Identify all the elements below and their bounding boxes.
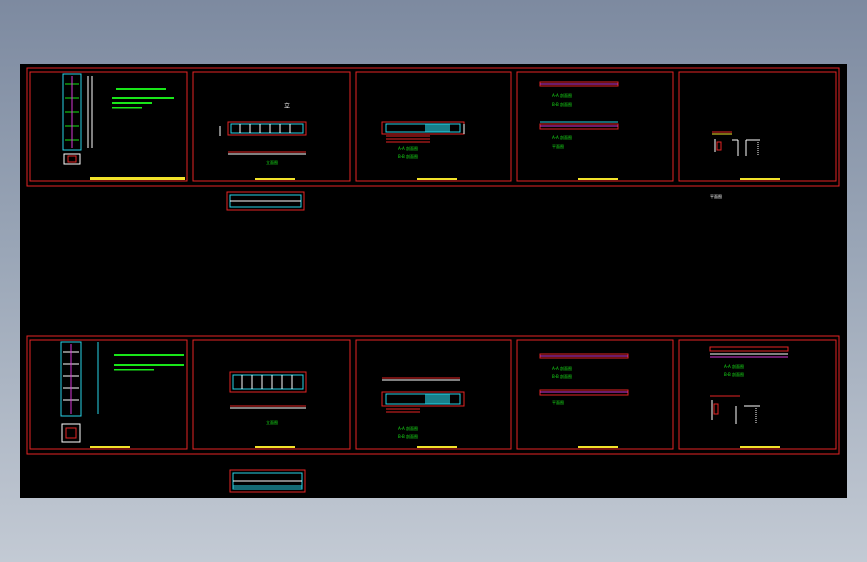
sheet-3b-label-b: B-B 剖面图 xyxy=(398,433,418,439)
sheet-3-label-a: A-A 剖面图 xyxy=(398,145,418,151)
sheet-2-top[interactable] xyxy=(192,71,351,182)
sheet-row-bottom: 立面图 A-A 剖面图 B-B 剖面图 A-A 剖面图 B-B 剖面图 平面图 xyxy=(26,335,840,493)
extra-label-top: 平面图 xyxy=(710,193,722,199)
sheet-4-label-c: A-A 剖面图 xyxy=(552,134,572,140)
sheet-2b-drawing: 立面图 xyxy=(229,371,307,425)
sheet-4b-label-b: B-B 剖面图 xyxy=(552,373,572,379)
sheet-3-label-b: B-B 剖面图 xyxy=(398,153,418,159)
sheet-2-drawing: 立 立面图 xyxy=(219,102,307,165)
drawing-canvas[interactable]: 立 立面图 A-A 剖面图 B-B 剖面图 xyxy=(20,64,847,498)
sheet-4-top[interactable] xyxy=(516,71,674,182)
sheet-5b-label-a: A-A 剖面图 xyxy=(724,363,744,369)
title-block-5-top xyxy=(740,178,780,180)
sheet-1b-drawing xyxy=(60,341,184,443)
sheet-4-label-a: A-A 剖面图 xyxy=(552,92,572,98)
row-frame-bottom xyxy=(26,335,840,455)
sheet-4-label-d: 平面图 xyxy=(552,143,564,149)
title-block-4-top xyxy=(578,178,618,180)
sheet-3-drawing: A-A 剖面图 B-B 剖面图 xyxy=(381,121,465,159)
extra-detail-top xyxy=(226,191,305,211)
sheet-4b-label-a: A-A 剖面图 xyxy=(552,365,572,371)
sheet-4-label-b: B-B 剖面图 xyxy=(552,101,572,107)
svg-text:立: 立 xyxy=(284,102,290,110)
sheet-4b-drawing: A-A 剖面图 B-B 剖面图 平面图 xyxy=(539,353,629,405)
sheet-5-drawing xyxy=(712,131,760,156)
sheet-4b-label-c: 平面图 xyxy=(552,399,564,405)
sheet-2b-label: 立面图 xyxy=(266,419,278,425)
sheet-4-bottom[interactable] xyxy=(516,339,674,450)
sheet-5-bottom[interactable] xyxy=(678,339,837,450)
title-block-2-top xyxy=(255,178,295,180)
sheet-5b-label-b: B-B 剖面图 xyxy=(724,371,744,377)
sheet-3-top[interactable] xyxy=(355,71,512,182)
sheet-1-elevation-drawing xyxy=(62,73,174,165)
sheet-row-top: 立 立面图 A-A 剖面图 B-B 剖面图 xyxy=(26,67,840,211)
sheet-5-top[interactable] xyxy=(678,71,837,182)
sheet-3b-label-a: A-A 剖面图 xyxy=(398,425,418,431)
extra-detail-bottom xyxy=(229,469,306,493)
cad-model-viewport[interactable]: 立 立面图 A-A 剖面图 B-B 剖面图 xyxy=(20,64,847,498)
sheet-5b-drawing: A-A 剖面图 B-B 剖面图 xyxy=(709,346,789,424)
row-frame-top xyxy=(26,67,840,187)
sheet-1-top[interactable] xyxy=(29,71,188,182)
sheet-1-bottom[interactable] xyxy=(29,339,188,450)
sheet-3b-drawing: A-A 剖面图 B-B 剖面图 xyxy=(381,377,465,439)
sheet-3-bottom[interactable] xyxy=(355,339,512,450)
sheet-4-drawing: A-A 剖面图 B-B 剖面图 A-A 剖面图 平面图 xyxy=(539,81,619,149)
sheet-2-bottom[interactable] xyxy=(192,339,351,450)
title-block-1-top xyxy=(90,177,185,180)
title-block-3-top xyxy=(417,178,457,180)
sheet-2-label: 立面图 xyxy=(266,159,278,165)
